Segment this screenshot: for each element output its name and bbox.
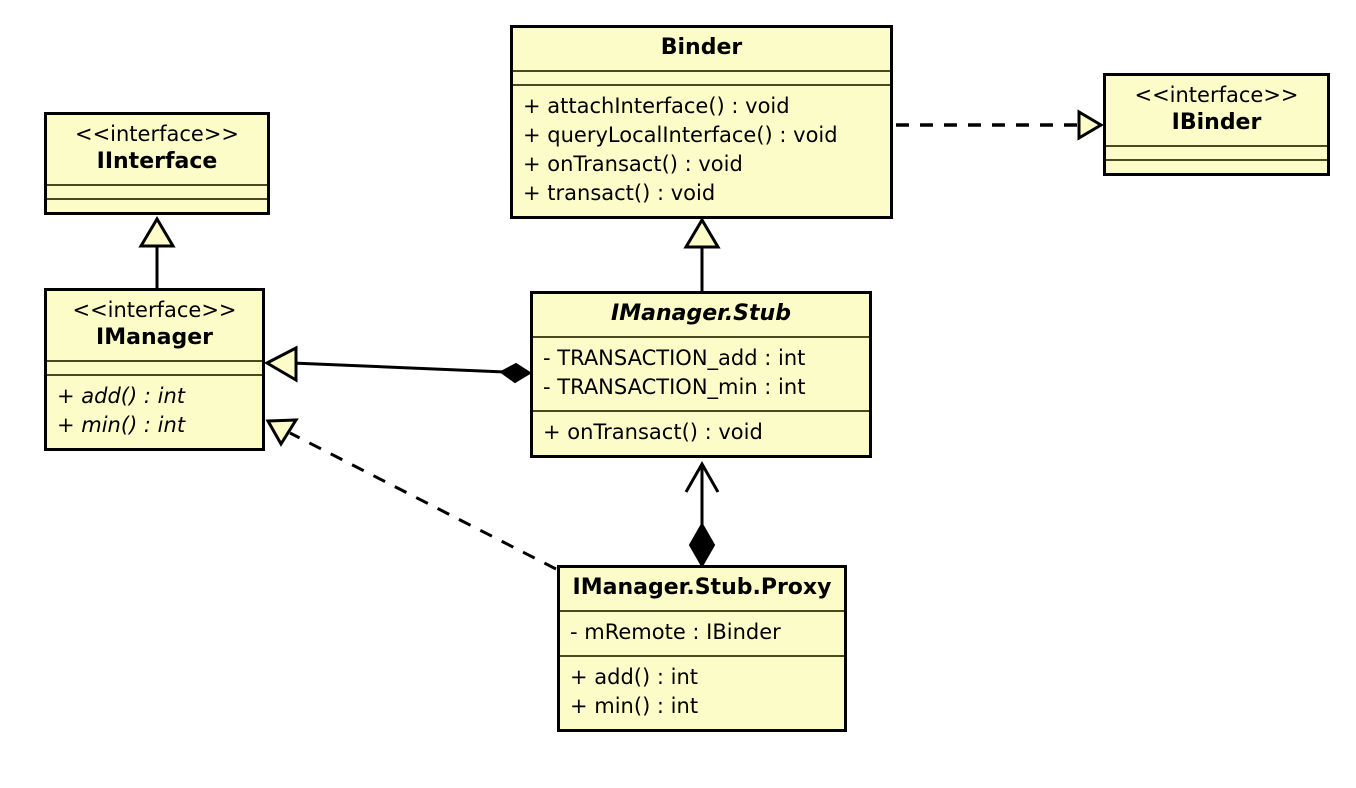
class-stereotype-iinterface: <<interface>> (74, 122, 240, 146)
class-title-compartment: <<interface>> IManager (47, 291, 262, 360)
edge-stub-realizes-imanager (263, 345, 532, 384)
filled-diamond-decoration (688, 521, 716, 569)
class-box-imanager-stub[interactable]: IManager.Stub - TRANSACTION_add : int - … (530, 291, 872, 458)
class-attributes-compartment: - mRemote : IBinder (560, 610, 844, 655)
class-operations-compartment (1106, 159, 1327, 173)
class-attributes-compartment (1106, 145, 1327, 159)
class-box-binder[interactable]: Binder + attachInterface() : void + quer… (510, 25, 893, 219)
class-operations-compartment: + add() : int + min() : int (560, 655, 844, 729)
filled-diamond-decoration (499, 362, 532, 384)
class-name-iinterface: IInterface (96, 149, 218, 174)
class-attributes-compartment: - TRANSACTION_add : int - TRANSACTION_mi… (533, 336, 869, 410)
class-operations-compartment: + attachInterface() : void + queryLocalI… (513, 84, 890, 216)
class-box-iinterface[interactable]: <<interface>> IInterface (44, 112, 270, 215)
edge-stub-extends-binder (683, 217, 721, 291)
class-attributes-compartment (47, 360, 262, 374)
operation-item: + min() : int (57, 413, 186, 437)
class-box-imanager-stub-proxy[interactable]: IManager.Stub.Proxy - mRemote : IBinder … (557, 565, 847, 732)
class-name-imanager-stub: IManager.Stub (611, 301, 791, 326)
class-operations-compartment (47, 198, 267, 212)
class-title-compartment: <<interface>> IInterface (47, 115, 267, 184)
class-stereotype-imanager: <<interface>> (72, 298, 237, 322)
hollow-triangle-arrowhead (1077, 109, 1104, 141)
hollow-triangle-arrowhead (683, 217, 721, 249)
class-box-imanager[interactable]: <<interface>> IManager + add() : int + m… (44, 288, 265, 451)
class-attributes-compartment (47, 184, 267, 198)
open-arrowhead (684, 460, 720, 493)
edge-binder-realizes-ibinder (896, 109, 1104, 141)
edge-imanager-extends-iinterface (138, 216, 176, 288)
operation-item: + attachInterface() : void (523, 94, 790, 118)
class-title-compartment: IManager.Stub.Proxy (560, 568, 844, 610)
realization-line (289, 431, 557, 571)
class-operations-compartment: + add() : int + min() : int (47, 374, 262, 448)
class-name-ibinder: IBinder (1171, 110, 1262, 135)
class-name-imanager-stub-proxy: IManager.Stub.Proxy (572, 575, 832, 600)
operation-item: + add() : int (57, 384, 185, 408)
operation-item: + onTransact() : void (543, 420, 763, 444)
operation-item: + queryLocalInterface() : void (523, 123, 838, 147)
operation-item: + onTransact() : void (523, 152, 743, 176)
association-line (291, 361, 506, 374)
edge-proxy-realizes-imanager (265, 418, 557, 571)
hollow-triangle-arrowhead (138, 216, 176, 248)
edge-proxy-composed-in-stub (684, 460, 720, 569)
class-title-compartment: <<interface>> IBinder (1106, 76, 1327, 145)
class-operations-compartment: + onTransact() : void (533, 410, 869, 455)
attribute-item: - TRANSACTION_min : int (543, 375, 806, 399)
class-title-compartment: IManager.Stub (533, 294, 869, 336)
hollow-triangle-arrowhead (263, 345, 298, 383)
attribute-item: - mRemote : IBinder (570, 620, 781, 644)
class-title-compartment: Binder (513, 28, 890, 70)
class-name-binder: Binder (660, 35, 743, 60)
attribute-item: - TRANSACTION_add : int (543, 346, 806, 370)
class-attributes-compartment (513, 70, 890, 84)
hollow-triangle-arrowhead (265, 418, 299, 447)
operation-item: + transact() : void (523, 181, 716, 205)
class-box-ibinder[interactable]: <<interface>> IBinder (1103, 73, 1330, 176)
class-name-imanager: IManager (96, 325, 213, 350)
class-stereotype-ibinder: <<interface>> (1134, 83, 1299, 107)
operation-item: + add() : int (570, 665, 698, 689)
operation-item: + min() : int (570, 694, 699, 718)
